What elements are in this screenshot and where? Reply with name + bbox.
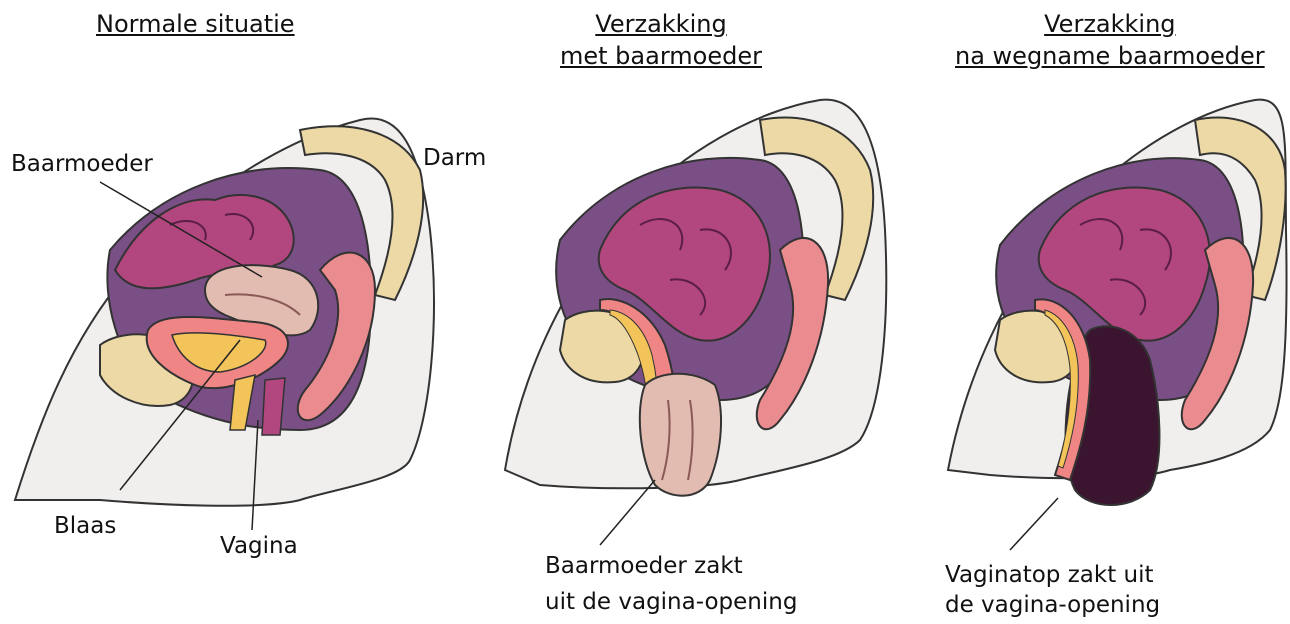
caption-vault-prolapse: Vaginatop zakt uit de vagina-opening [945,560,1160,620]
leader-line [1010,498,1058,550]
